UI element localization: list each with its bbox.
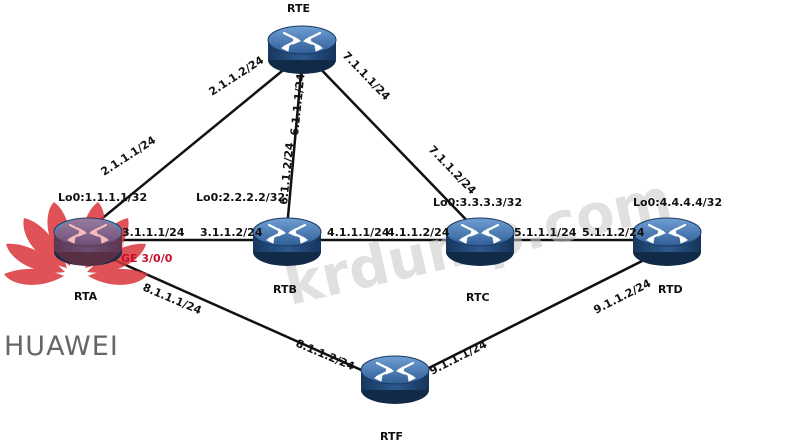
ip-3-1-1-2: 3.1.1.2/24 (200, 226, 263, 239)
ip-4-1-1-2: 4.1.1.2/24 (387, 226, 450, 239)
rtb-name: RTB (273, 283, 297, 296)
rtd-loopback: Lo0:4.4.4.4/32 (633, 196, 722, 209)
link-rte-rtc (309, 57, 479, 233)
rtc-loopback: Lo0:3.3.3.3/32 (433, 196, 522, 209)
ip-5-1-1-1: 5.1.1.1/24 (514, 226, 577, 239)
rta-interface-label: GE 3/0/0 (121, 252, 173, 265)
ip-5-1-1-2: 5.1.1.2/24 (582, 226, 645, 239)
logo-text: HUAWEI (4, 331, 119, 362)
router-rtb (251, 216, 323, 268)
ip-2-1-1-1: 2.1.1.1/24 (99, 133, 159, 178)
ip-3-1-1-1: 3.1.1.1/24 (122, 226, 185, 239)
rtf-name: RTF (380, 430, 403, 443)
ip-7-1-1-1: 7.1.1.1/24 (340, 49, 393, 103)
ip-6-1-1-2: 6.1.1.2/24 (277, 141, 296, 205)
router-rta (52, 216, 124, 268)
rtc-name: RTC (466, 291, 490, 304)
link-rtb-rte (285, 61, 304, 229)
rtb-loopback: Lo0:2.2.2.2/32 (196, 191, 285, 204)
ip-8-1-1-2: 8.1.1.2/24 (294, 337, 357, 374)
router-rtc (444, 216, 516, 268)
ip-9-1-1-1: 9.1.1.1/24 (427, 338, 489, 378)
ip-4-1-1-1: 4.1.1.1/24 (327, 226, 390, 239)
link-rta-rte (87, 57, 299, 231)
rta-name: RTA (74, 290, 98, 303)
link-rtf-rtd (394, 246, 669, 387)
router-rte (266, 24, 338, 76)
rte-name: RTE (287, 2, 310, 15)
ip-7-1-1-2: 7.1.1.2/24 (426, 143, 479, 197)
ip-6-1-1-1: 6.1.1.1/24 (288, 72, 307, 136)
rtd-name: RTD (658, 283, 683, 296)
router-rtf (359, 354, 431, 406)
rta-loopback: Lo0:1.1.1.1/32 (58, 191, 147, 204)
